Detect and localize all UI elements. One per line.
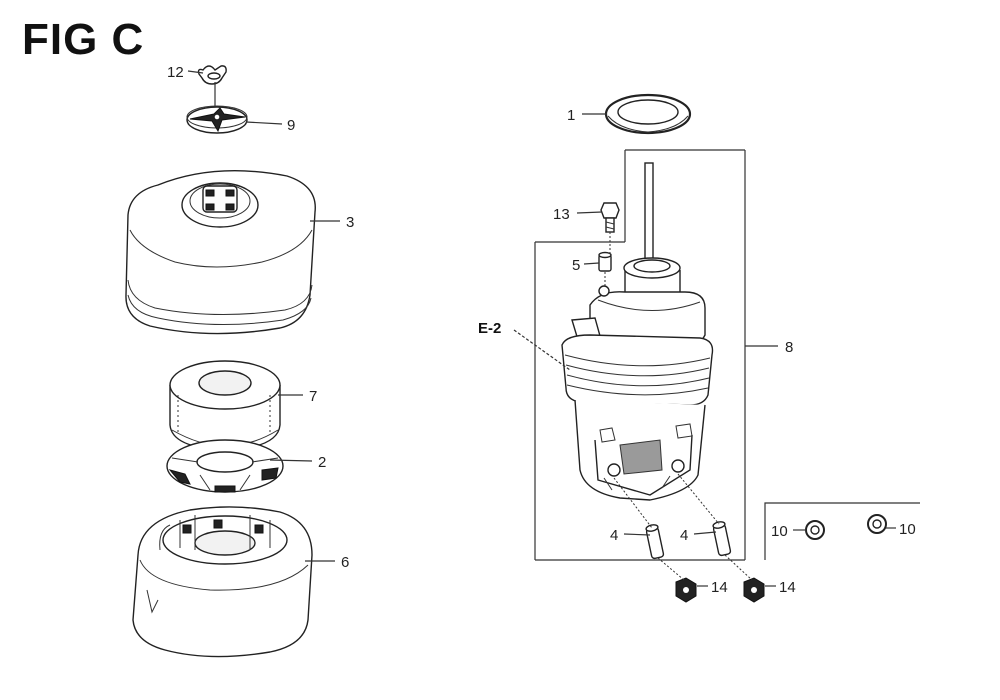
leader-4b <box>693 531 717 535</box>
callout-2: 2 <box>318 454 326 471</box>
part-8-elbow-assembly <box>561 162 714 501</box>
leader-2 <box>269 459 313 462</box>
callout-10-left: 10 <box>771 523 788 540</box>
callout-4-left: 4 <box>610 527 618 544</box>
callout-9: 9 <box>287 117 295 134</box>
callout-10-right: 10 <box>899 521 916 538</box>
part-14-nut-left <box>675 577 697 603</box>
part-9-grommet-plate <box>186 105 248 134</box>
callout-1: 1 <box>567 107 575 124</box>
frame-part-10 <box>764 502 920 560</box>
part-4-collar-right <box>712 521 732 557</box>
callout-13: 13 <box>553 206 570 223</box>
part-13-bolt <box>600 202 620 233</box>
part-6-air-cleaner-base <box>132 506 313 658</box>
part-2-filter-grid <box>166 439 284 493</box>
assembly-bracket-8 <box>534 149 746 561</box>
callout-12: 12 <box>167 64 184 81</box>
callout-7: 7 <box>309 388 317 405</box>
part-4-collar-left <box>645 524 665 560</box>
callout-6: 6 <box>341 554 349 571</box>
callout-e2: E-2 <box>478 320 501 337</box>
leader-13 <box>576 211 603 214</box>
part-3-air-cleaner-cover <box>125 170 316 335</box>
callout-3: 3 <box>346 214 354 231</box>
leader-9 <box>245 121 283 125</box>
callout-4-right: 4 <box>680 527 688 544</box>
leader-12 <box>187 70 204 74</box>
callout-14-left: 14 <box>711 579 728 596</box>
leader-5 <box>583 262 600 265</box>
part-10-nut-left <box>805 520 825 540</box>
figure-title: FIG C <box>22 15 145 64</box>
leader-e2 <box>513 329 571 371</box>
callout-8: 8 <box>785 339 793 356</box>
part-14-nut-right <box>743 577 765 603</box>
leader-4a <box>623 533 651 536</box>
callout-5: 5 <box>572 257 580 274</box>
part-7-filter-element <box>169 360 281 451</box>
part-12-wing-nut <box>197 65 227 108</box>
part-1-gasket <box>604 93 692 135</box>
callout-14-right: 14 <box>779 579 796 596</box>
part-5-collar <box>598 251 612 272</box>
part-10-nut-right <box>867 514 887 534</box>
